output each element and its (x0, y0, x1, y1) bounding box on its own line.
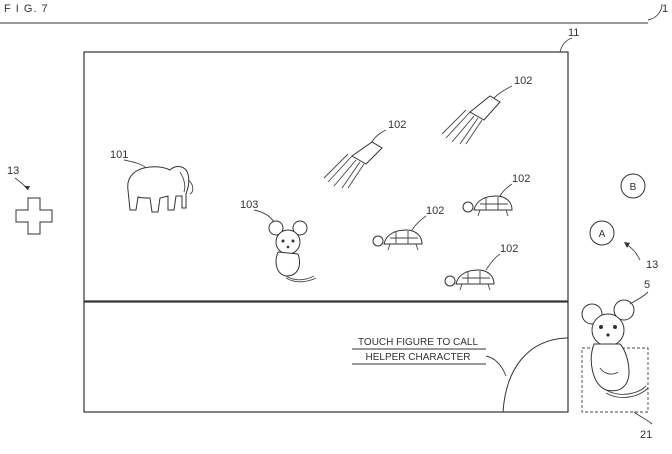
enemy-1-leader (371, 129, 387, 143)
toy-right-ear (613, 299, 635, 321)
enemy-2-ref: 102 (514, 75, 532, 87)
mouse-right-ear (292, 220, 308, 236)
turtle-4-head (372, 235, 384, 247)
enemy-5-ref: 102 (500, 243, 518, 255)
turtle-5-shell-pattern (462, 271, 490, 284)
toy-body (590, 343, 630, 392)
turtle-3-head (462, 201, 474, 213)
squid-2-tentacles (441, 109, 483, 145)
mouse-left-ear (268, 220, 284, 236)
upper-screen-leader (559, 37, 573, 53)
squid-2-body (469, 95, 501, 121)
enemy-1-ref: 102 (388, 119, 406, 131)
device-ref: 1 (662, 3, 668, 15)
mouse-right-eye (291, 239, 295, 243)
turtle-5-legs (459, 283, 491, 291)
squid-1-body (351, 141, 383, 165)
toy-arm (599, 367, 619, 375)
turtle-3-shell-pattern (480, 197, 508, 210)
turtle-enemy-3 (462, 195, 513, 217)
figure-title: F I G. 7 (4, 3, 49, 15)
mouse-tail (285, 275, 317, 283)
mouse-left-eye (281, 239, 285, 243)
toy-left-eye (599, 325, 603, 329)
toy-head (591, 313, 625, 347)
enemy-2-leader (493, 85, 513, 99)
mouse-character (268, 220, 317, 283)
message-leader (485, 355, 507, 377)
elephant-body (127, 166, 190, 213)
a-button[interactable] (589, 220, 615, 246)
mouse-ref: 103 (240, 199, 258, 211)
mouse-leader (253, 209, 275, 223)
touch-message-line1: TOUCH FIGURE TO CALL (358, 337, 478, 348)
elephant-trunk (187, 179, 194, 195)
enemy-3-ref: 102 (512, 173, 530, 185)
figure-touch-arc (502, 337, 568, 413)
figure-toy-ref: 5 (644, 279, 650, 291)
toy-nose (606, 333, 610, 337)
mouse-nose (286, 245, 290, 249)
upper-screen-ref: 11 (568, 27, 579, 39)
enemy-4-leader (411, 215, 427, 231)
figure-area-leader (633, 411, 653, 425)
touch-message-line2: HELPER CHARACTER (365, 352, 470, 363)
dpad-ref: 13 (7, 165, 19, 177)
figure-area-ref: 21 (640, 429, 652, 441)
squid-enemy-2 (441, 95, 501, 145)
turtle-5-shell (455, 269, 495, 285)
elephant-leader (123, 159, 147, 169)
enemy-4-ref: 102 (426, 205, 444, 217)
turtle-enemy-5 (444, 269, 495, 291)
turtle-3-shell (473, 195, 513, 211)
b-button-label: B (630, 182, 637, 193)
device-ref-leader (647, 3, 663, 21)
a-button-label: A (599, 229, 606, 240)
dpad-leader (14, 177, 29, 191)
lower-screen[interactable] (83, 301, 569, 413)
mouse-body (275, 251, 300, 277)
buttons-leader (625, 243, 641, 261)
elephant-ear (179, 171, 186, 193)
turtle-3-legs (477, 209, 509, 217)
dpad-arrowhead (24, 186, 30, 190)
turtle-5-head (444, 275, 456, 287)
buttons-ref: 13 (646, 259, 658, 271)
elephant-ref: 101 (110, 149, 128, 161)
toy-tail (605, 385, 649, 398)
turtle-4-shell (383, 229, 423, 245)
figure-toy[interactable] (581, 299, 649, 398)
enemy-5-leader (485, 253, 501, 271)
enemy-3-leader (499, 183, 513, 197)
mouse-head (275, 229, 301, 255)
squid-enemy-1 (323, 141, 383, 189)
dpad-icon[interactable] (15, 197, 53, 235)
figure-toy-leader (629, 291, 649, 305)
buttons-arrowhead (624, 242, 630, 248)
elephant-character (127, 166, 194, 213)
turtle-4-legs (387, 243, 419, 251)
turtle-enemy-4 (372, 229, 423, 251)
turtle-4-shell-pattern (390, 231, 418, 244)
squid-1-tentacles (323, 153, 365, 189)
toy-right-eye (613, 325, 617, 329)
b-button[interactable] (620, 173, 646, 199)
